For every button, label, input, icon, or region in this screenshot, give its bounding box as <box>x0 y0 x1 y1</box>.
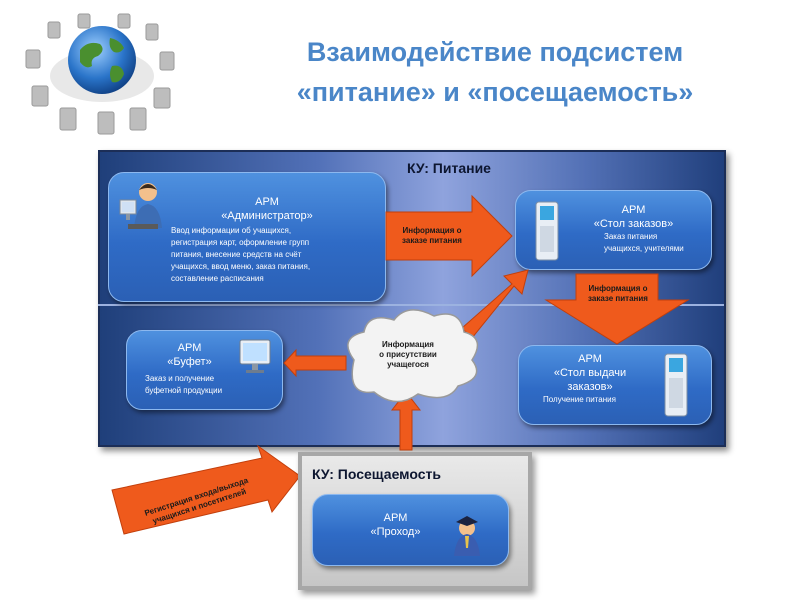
arrow-cloud-to-stol-zakazov <box>461 269 529 339</box>
globe-network-logo <box>25 13 175 135</box>
cloud-label: Информация о присутствии учащегося <box>360 340 456 370</box>
panel-ku-poseshaemost-title: КУ: Посещаемость <box>312 466 441 482</box>
panel-ku-pitanie-title: КУ: Питание <box>407 160 491 176</box>
arm-stol-vydachi-name: «Стол выдачи <box>553 367 627 379</box>
arrow-cloud-to-bufet <box>283 348 347 378</box>
arrow-label-line: заказе питания <box>588 294 648 303</box>
page-title-line-1: Взаимодействие подсистем <box>306 37 684 67</box>
arrow-label-line: Информация о <box>402 226 462 235</box>
student-person-icon <box>454 516 480 556</box>
arm-stol-zakazov-desc-line: Заказ питания <box>604 232 658 241</box>
cloud-label-line: Информация <box>382 340 434 349</box>
arm-bufet-desc-line: Заказ и получение <box>145 374 215 383</box>
arm-administrator-desc-line: учащихся, ввод меню, заказ питания, <box>171 262 311 271</box>
arm-administrator-desc-line: питания, внесение средств на счёт <box>171 250 302 259</box>
arm-prohod-box: АРМ «Проход» <box>312 494 509 566</box>
arrow-info-order-right <box>385 194 513 278</box>
kiosk-terminal-icon <box>664 353 688 417</box>
arm-stol-zakazov-desc-line: учащихся, учителями <box>604 244 684 253</box>
arrow-info-order-down <box>544 273 690 345</box>
arm-bufet-desc-line: буфетной продукции <box>145 386 223 395</box>
arm-stol-vydachi-desc-line: Получение питания <box>543 395 616 404</box>
panel-divider <box>98 304 724 306</box>
arm-stol-vydachi-label: АРМ <box>578 353 602 365</box>
page-title: Взаимодействие подсистем «питание» и «по… <box>205 32 785 112</box>
information-cloud <box>347 309 479 403</box>
cloud-label-line: о присутствии <box>379 350 437 359</box>
arm-stol-zakazov-name: «Стол заказов» <box>593 218 674 230</box>
page-title-line-2: «питание» и «посещаемость» <box>296 77 694 107</box>
monitor-icon <box>239 339 271 373</box>
arrow-info-order-right-label: Информация о заказе питания <box>392 226 472 246</box>
arm-prohod-label: АРМ <box>383 512 408 524</box>
arm-bufet-label: АРМ <box>177 342 202 354</box>
administrator-person-icon <box>119 183 162 229</box>
arm-administrator-desc-line: составление расписания <box>171 274 264 283</box>
arrow-poseshaemost-to-cloud <box>390 391 422 451</box>
arrow-label-line: Информация о <box>588 284 648 293</box>
arrow-label-line: заказе питания <box>402 236 462 245</box>
kiosk-terminal-icon <box>535 201 559 261</box>
arm-administrator-box: АРМ «Администратор» Ввод информации об у… <box>108 172 386 302</box>
arrow-registration <box>111 444 301 535</box>
arrow-info-order-down-label: Информация о заказе питания <box>576 284 660 304</box>
cloud-label-line: учащегося <box>387 360 429 369</box>
arm-administrator-desc-line: регистрация карт, оформление групп <box>171 238 310 247</box>
arm-administrator-name: «Администратор» <box>221 210 313 222</box>
arm-stol-zakazov-label: АРМ <box>621 204 646 216</box>
arm-prohod-name: «Проход» <box>370 526 421 538</box>
arm-administrator-desc-line: Ввод информации об учащихся, <box>171 226 292 235</box>
arm-administrator-label: АРМ <box>255 196 279 208</box>
arm-stol-vydachi-name-2: заказов» <box>567 381 613 393</box>
arm-bufet-name: «Буфет» <box>167 356 212 368</box>
